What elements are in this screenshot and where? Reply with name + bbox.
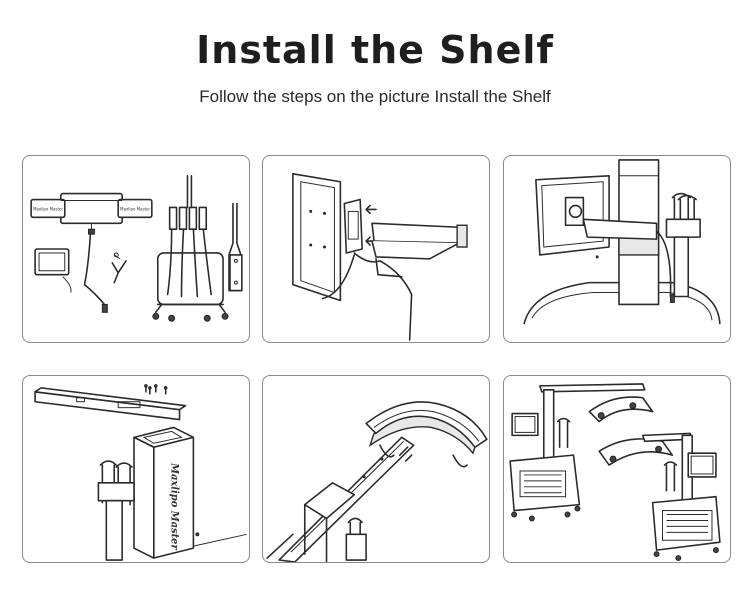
step-6-panel [503, 375, 731, 563]
brand-label-right: Maxlipo Master [120, 206, 150, 211]
page-subtitle: Follow the steps on the picture Install … [199, 87, 551, 106]
page-title: Install the Shelf [196, 28, 554, 72]
step-5-panel [262, 375, 490, 563]
step-2-illustration [292, 173, 468, 341]
step-5-illustration [266, 401, 488, 562]
column-brand-label: Maxlipo Master [169, 462, 180, 550]
step-3-illustration [523, 159, 721, 325]
step-1-panel: Maxlipo Master Maxlipo Master [22, 155, 250, 343]
step-4-illustration: Maxlipo Master [34, 384, 247, 561]
step-4-panel: Maxlipo Master [22, 375, 250, 563]
step-6-illustration [509, 383, 721, 562]
brand-label-left: Maxlipo Master [33, 206, 63, 211]
step-3-panel [503, 155, 731, 343]
step-1-illustration: Maxlipo Master Maxlipo Master [30, 174, 243, 322]
step-2-panel [262, 155, 490, 343]
